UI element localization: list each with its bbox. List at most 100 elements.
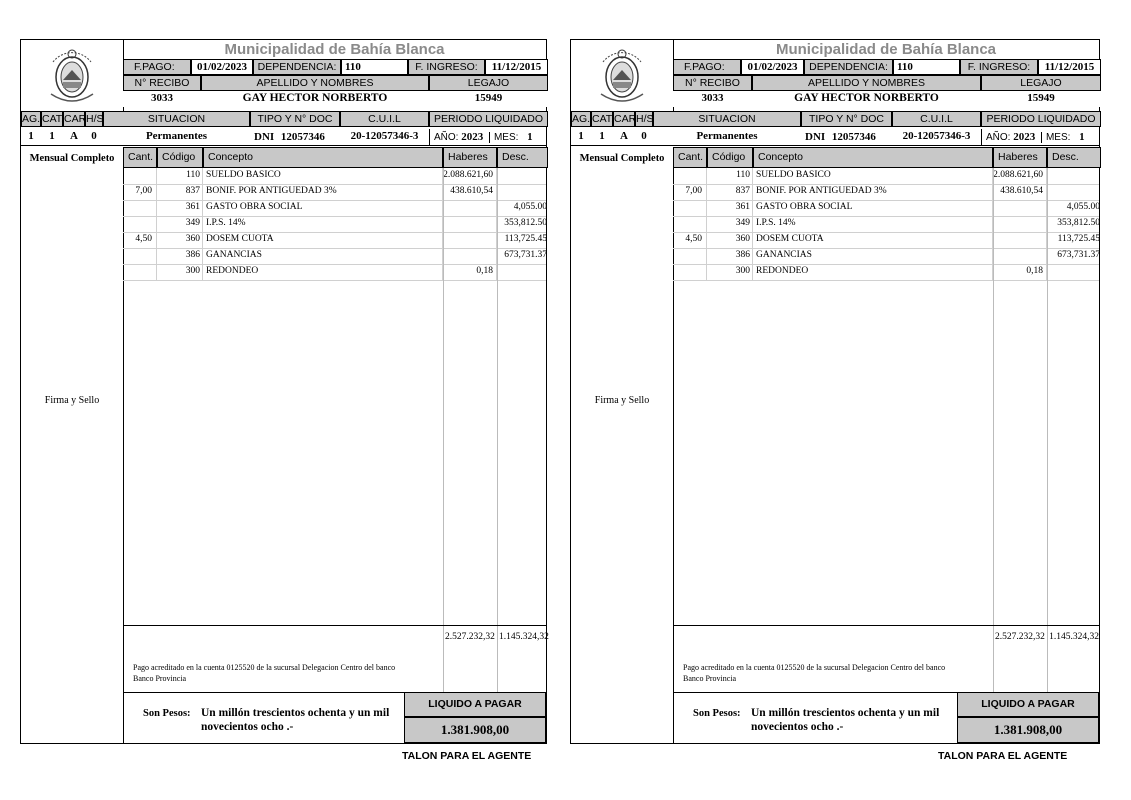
cell-concepto: GASTO OBRA SOCIAL xyxy=(753,200,993,216)
cell-cant: 4,50 xyxy=(673,232,707,248)
left-column: Mensual Completo Firma y Sello xyxy=(21,147,124,743)
car-label: CAR. xyxy=(613,111,640,127)
situacion-value: Permanentes xyxy=(653,129,801,145)
cell-codigo: 361 xyxy=(707,200,753,216)
doc-number: 12057346 xyxy=(280,131,325,143)
nrecibo-value: 3033 xyxy=(673,91,752,107)
mensual-label: Mensual Completo xyxy=(29,153,115,164)
total-desc: 1.145.324,32 xyxy=(1049,632,1099,642)
cell-codigo: 837 xyxy=(707,184,753,200)
cell-desc: 353,812.50 xyxy=(1057,218,1100,228)
fpago-label: F.PAGO: xyxy=(123,59,191,75)
cell-desc xyxy=(497,168,548,184)
periodo-value: AÑO: 2023 MES: 1 xyxy=(981,129,1101,145)
cell-concepto: GASTO OBRA SOCIAL xyxy=(203,200,443,216)
legajo-value: 15949 xyxy=(429,91,548,107)
cell-concepto: GANANCIAS xyxy=(203,248,443,264)
dependencia-label: DEPENDENCIA: xyxy=(253,59,341,75)
cell-cant xyxy=(123,264,157,280)
apellido-label: APELLIDO Y NOMBRES xyxy=(752,75,981,91)
cell-haberes xyxy=(993,200,1047,216)
cell-haberes: 2.088.621,60 xyxy=(993,168,1047,184)
cat-label: CAT. xyxy=(41,111,64,127)
cell-concepto: DOSEM CUOTA xyxy=(753,232,993,248)
mes-label: MES: xyxy=(488,132,519,143)
tipodoc-label: TIPO Y N° DOC xyxy=(801,111,892,127)
hs-label: H/S xyxy=(635,111,654,127)
hs-value: 0 xyxy=(85,129,103,145)
col-codigo-header: Código xyxy=(707,147,753,168)
table-row: 386 GANANCIAS 673,731.37 xyxy=(673,248,1100,265)
apellido-label: APELLIDO Y NOMBRES xyxy=(201,75,429,91)
doc-type: DNI xyxy=(805,131,826,143)
cell-cant: 4,50 xyxy=(123,232,157,248)
cell-codigo: 361 xyxy=(157,200,203,216)
cell-haberes: 0,18 xyxy=(443,264,497,280)
cuil-value: 20-12057346-3 xyxy=(340,129,429,145)
ag-value: 1 xyxy=(21,129,41,145)
fingreso-value: 11/12/2015 xyxy=(485,59,548,75)
coat-of-arms-logo xyxy=(21,40,124,112)
cell-haberes xyxy=(443,216,497,232)
hs-label: H/S xyxy=(85,111,104,127)
situacion-label: SITUACION xyxy=(653,111,801,127)
table-row: 361 GASTO OBRA SOCIAL 4,055.00 xyxy=(673,200,1100,217)
col-codigo-header: Código xyxy=(157,147,203,168)
cell-concepto: DOSEM CUOTA xyxy=(203,232,443,248)
cell-desc: 113,725.45 xyxy=(504,234,547,244)
coat-of-arms-logo xyxy=(571,40,674,112)
cell-concepto: SUELDO BASICO xyxy=(753,168,993,184)
dependencia-label: DEPENDENCIA: xyxy=(804,59,893,75)
cell-desc xyxy=(1047,184,1101,200)
mes-value: 1 xyxy=(1079,131,1085,143)
son-pesos-value: Un millón trescientos ochenta y un mil n… xyxy=(201,707,390,733)
cell-codigo: 349 xyxy=(157,216,203,232)
cell-cant xyxy=(673,216,707,232)
nombre-value: GAY HECTOR NORBERTO xyxy=(201,91,429,107)
col-cant-header: Cant. xyxy=(673,147,707,168)
cell-codigo: 300 xyxy=(707,264,753,280)
fpago-value: 01/02/2023 xyxy=(741,59,804,75)
table-row: 7,00 837 BONIF. POR ANTIGUEDAD 3% 438.61… xyxy=(123,184,546,201)
car-label: CAR. xyxy=(63,111,90,127)
ag-value: 1 xyxy=(571,129,591,145)
situacion-value: Permanentes xyxy=(103,129,250,145)
cell-cant: 7,00 xyxy=(123,184,157,200)
cell-concepto: REDONDEO xyxy=(203,264,443,280)
mes-value: 1 xyxy=(527,131,533,143)
cell-cant xyxy=(673,264,707,280)
fpago-value: 01/02/2023 xyxy=(191,59,253,75)
cell-codigo: 386 xyxy=(707,248,753,264)
table-row: 110 SUELDO BASICO 2.088.621,60 xyxy=(673,168,1099,185)
cat-label: CAT. xyxy=(591,111,614,127)
cell-cant xyxy=(673,248,707,264)
nrecibo-label: N° RECIBO xyxy=(123,75,201,91)
situacion-label: SITUACION xyxy=(103,111,250,127)
col-desc-header: Desc. xyxy=(497,147,548,168)
cell-desc: 4,055.00 xyxy=(1066,202,1100,212)
fpago-label: F.PAGO: xyxy=(673,59,741,75)
cell-haberes xyxy=(443,232,497,248)
cell-codigo: 349 xyxy=(707,216,753,232)
cell-desc xyxy=(1047,168,1101,184)
son-pesos-value: Un millón trescientos ochenta y un mil n… xyxy=(751,707,940,733)
liquido-label: LIQUIDO A PAGAR xyxy=(957,692,1099,717)
cell-haberes: 0,18 xyxy=(993,264,1047,280)
cell-haberes: 438.610,54 xyxy=(443,184,497,200)
legajo-label: LEGAJO xyxy=(429,75,548,91)
cuil-label: C.U.I.L xyxy=(340,111,429,127)
cell-concepto: REDONDEO xyxy=(753,264,993,280)
periodo-label: PERIODO LIQUIDADO xyxy=(981,111,1101,127)
firma-label: Firma y Sello xyxy=(594,395,650,406)
pago-text: Pago acreditado en la cuenta 0125520 de … xyxy=(133,663,396,683)
cell-codigo: 360 xyxy=(707,232,753,248)
cell-codigo: 300 xyxy=(157,264,203,280)
cell-desc: 673,731.37 xyxy=(504,250,547,260)
cell-concepto: GANANCIAS xyxy=(753,248,993,264)
cell-cant xyxy=(123,216,157,232)
anio-value: 2023 xyxy=(461,131,484,143)
left-column: Mensual Completo Firma y Sello xyxy=(571,147,674,743)
col-haberes-header: Haberes xyxy=(443,147,497,168)
